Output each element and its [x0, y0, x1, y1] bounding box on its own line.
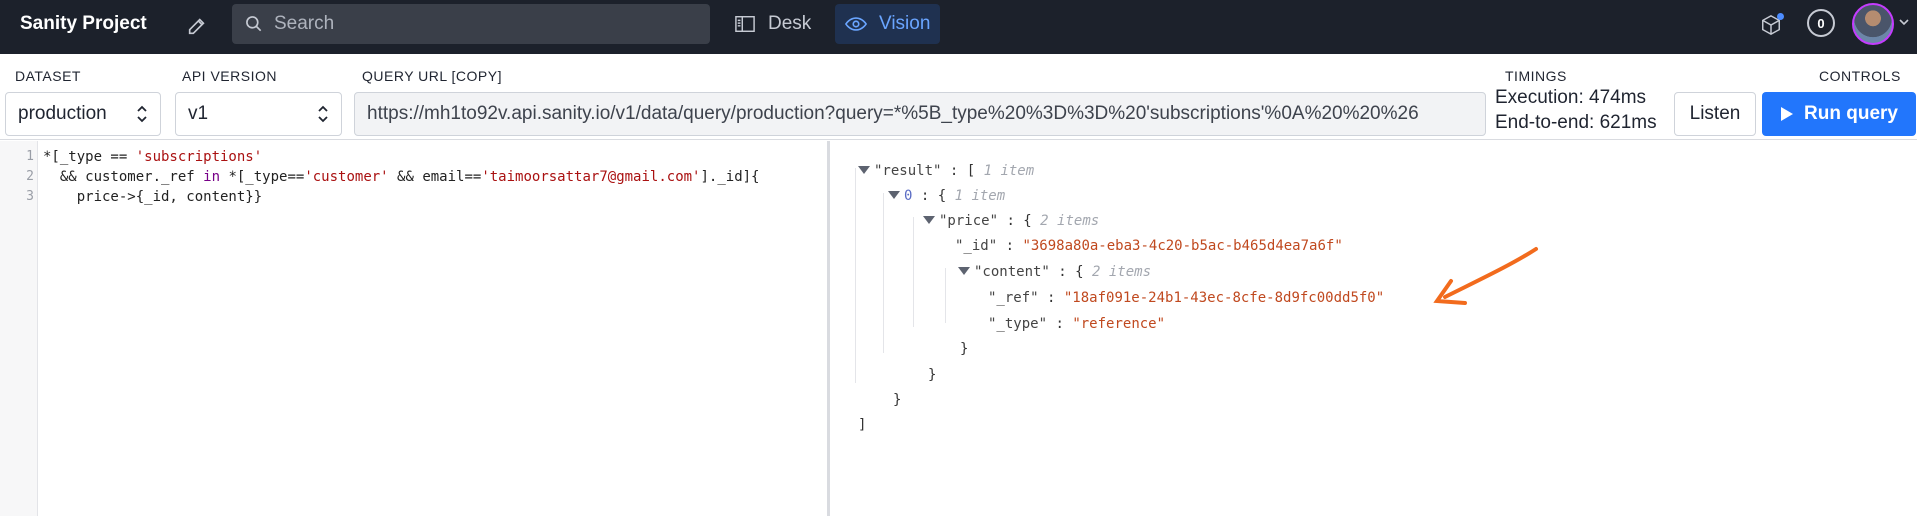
tree-node-content[interactable]: "content" : { 2 items — [958, 264, 1151, 280]
chevron-updown-icon — [137, 105, 147, 123]
tab-desk-label: Desk — [768, 13, 812, 34]
execution-time: Execution: 474ms — [1495, 87, 1647, 108]
code-line[interactable]: *[_type == 'subscriptions' — [43, 149, 263, 165]
query-url-field[interactable]: https://mh1to92v.api.sanity.io/v1/data/q… — [354, 92, 1486, 136]
top-navbar: Sanity Project Desk Vision 0 — [0, 0, 1917, 54]
end-to-end-time: End-to-end: 621ms — [1495, 112, 1657, 133]
tree-node-type: "_type" : "reference" — [988, 316, 1166, 332]
query-editor[interactable]: 1 2 3 *[_type == 'subscriptions' && cust… — [0, 141, 830, 516]
closing-brace: } — [960, 341, 969, 357]
eye-icon — [845, 17, 867, 31]
tree-guide — [945, 268, 946, 323]
status-counter[interactable]: 0 — [1807, 9, 1835, 37]
dataset-select[interactable]: production — [5, 92, 161, 136]
tab-vision[interactable]: Vision — [835, 4, 941, 44]
compose-button[interactable] — [182, 11, 212, 41]
tree-node-id: "_id" : "3698a80a-eba3-4c20-b5ac-b465d4e… — [955, 238, 1343, 254]
search-icon — [246, 16, 262, 32]
closing-bracket: ] — [858, 417, 867, 433]
annotation-arrow-icon — [1433, 247, 1538, 305]
listen-button[interactable]: Listen — [1674, 92, 1756, 136]
query-controls: DATASET production API VERSION v1 QUERY … — [0, 54, 1917, 140]
collapse-triangle-icon[interactable] — [858, 166, 870, 174]
query-url-label[interactable]: QUERY URL [COPY] — [362, 68, 503, 84]
line-number: 2 — [26, 169, 34, 184]
closing-brace: } — [893, 392, 902, 408]
chevron-down-icon[interactable] — [1899, 18, 1909, 26]
user-avatar[interactable] — [1852, 3, 1894, 45]
code-line[interactable]: && customer._ref in *[_type=='customer' … — [43, 169, 760, 185]
search-input[interactable] — [274, 13, 674, 35]
collapse-triangle-icon[interactable] — [923, 216, 935, 224]
run-query-label: Run query — [1804, 103, 1898, 124]
line-gutter: 1 2 3 — [0, 141, 38, 516]
tree-node-ref: "_ref" : "18af091e-24b1-43ec-8cfe-8d9fc0… — [988, 290, 1385, 306]
tree-guide — [913, 217, 914, 327]
closing-brace: } — [928, 367, 937, 383]
run-query-button[interactable]: Run query — [1762, 92, 1916, 136]
collapse-triangle-icon[interactable] — [958, 267, 970, 275]
dataset-label: DATASET — [15, 68, 81, 84]
tree-guide — [883, 193, 884, 353]
tab-vision-label: Vision — [879, 13, 931, 34]
cube-icon — [1762, 14, 1780, 36]
api-version-select[interactable]: v1 — [175, 92, 342, 136]
tree-node-index[interactable]: 0 : { 1 item — [888, 188, 1005, 204]
desk-icon — [735, 16, 755, 32]
controls-label: CONTROLS — [1819, 68, 1901, 84]
tab-desk[interactable]: Desk — [724, 4, 821, 44]
dataset-value: production — [18, 103, 107, 124]
edit-icon — [188, 18, 205, 35]
line-number: 1 — [26, 149, 34, 164]
timings-label: TIMINGS — [1505, 68, 1567, 84]
search-box[interactable] — [232, 4, 710, 44]
tree-guide — [855, 168, 856, 383]
tree-node-result[interactable]: "result" : [ 1 item — [858, 163, 1034, 179]
api-version-label: API VERSION — [182, 68, 277, 84]
api-version-value: v1 — [188, 103, 209, 124]
project-name[interactable]: Sanity Project — [20, 13, 147, 34]
notification-dot — [1777, 13, 1784, 20]
code-line[interactable]: price->{_id, content}} — [43, 189, 263, 205]
collapse-triangle-icon[interactable] — [888, 191, 900, 199]
chevron-updown-icon — [318, 105, 328, 123]
result-panel: "result" : [ 1 item 0 : { 1 item "price"… — [833, 141, 1917, 516]
tree-node-price[interactable]: "price" : { 2 items — [923, 213, 1099, 229]
play-icon — [1781, 107, 1794, 121]
package-button[interactable] — [1756, 10, 1786, 40]
line-number: 3 — [26, 189, 34, 204]
